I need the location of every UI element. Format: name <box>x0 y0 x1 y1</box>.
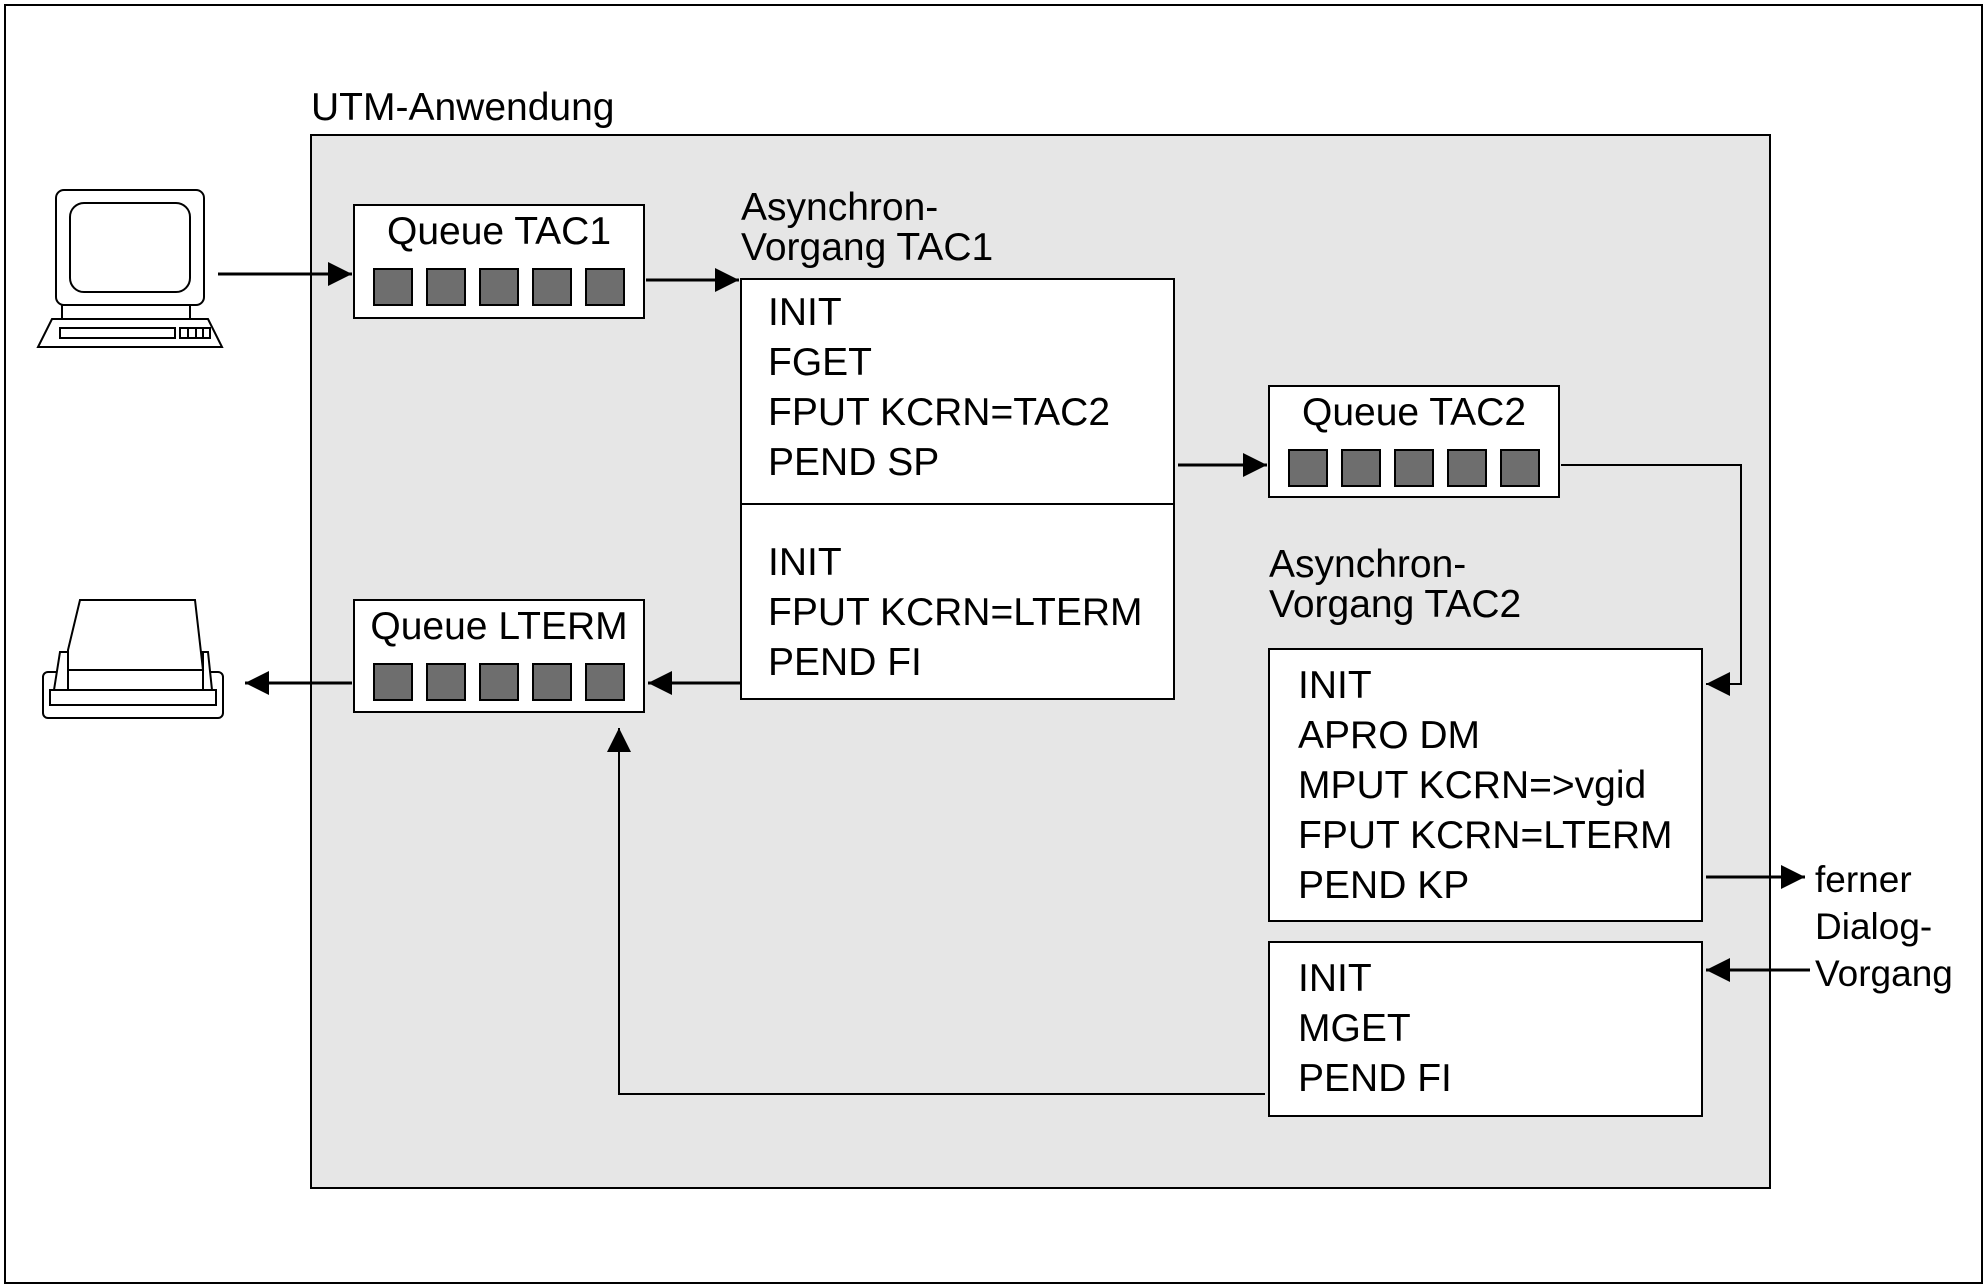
vorgang-tac2-box1 <box>1268 648 1703 922</box>
vorgang-tac2-box2 <box>1268 941 1703 1117</box>
vorgang-tac1-title-line1: Asynchron- <box>741 186 938 229</box>
vorgang-tac1-step1: INIT FGET FPUT KCRN=TAC2 PEND SP <box>768 291 1110 484</box>
queue-slot <box>479 663 519 701</box>
code-line: INIT <box>1298 664 1372 707</box>
code-line: INIT <box>768 291 842 334</box>
printer-icon <box>42 599 224 719</box>
vorgang-tac2-step2: INIT MGET PEND FI <box>1298 957 1452 1100</box>
queue-tac2-slots <box>1288 449 1540 487</box>
queue-slot <box>1447 449 1487 487</box>
queue-tac2: Queue TAC2 <box>1268 385 1560 498</box>
queue-slot <box>532 268 572 306</box>
arrow-queue-tac2-to-vorgang-tac2 <box>1561 464 1742 696</box>
remote-line1: ferner <box>1815 859 1912 900</box>
queue-slot <box>1288 449 1328 487</box>
application-title: UTM-Anwendung <box>311 86 614 129</box>
arrow-vorgang-tac2-to-queue-lterm <box>607 728 1265 1095</box>
remote-line2: Dialog- <box>1815 906 1932 947</box>
vorgang-tac2-title-line2: Vorgang TAC2 <box>1269 583 1521 626</box>
code-line: PEND SP <box>768 441 939 484</box>
remote-dialog-label: ferner Dialog- Vorgang <box>1815 859 1953 994</box>
queue-lterm: Queue LTERM <box>353 599 645 713</box>
vorgang-tac2-title-line1: Asynchron- <box>1269 543 1466 586</box>
queue-tac1-label: Queue TAC1 <box>387 210 611 253</box>
code-line: MPUT KCRN=>vgid <box>1298 764 1646 807</box>
terminal-icon <box>36 189 224 348</box>
queue-slot <box>373 663 413 701</box>
code-line: INIT <box>1298 957 1372 1000</box>
queue-slot <box>1341 449 1381 487</box>
queue-slot <box>532 663 572 701</box>
queue-slot <box>373 268 413 306</box>
code-line: FPUT KCRN=LTERM <box>768 591 1143 634</box>
queue-slot <box>585 268 625 306</box>
code-line: APRO DM <box>1298 714 1480 757</box>
code-line: INIT <box>768 541 842 584</box>
code-line: FGET <box>768 341 872 384</box>
queue-tac1: Queue TAC1 <box>353 204 645 319</box>
code-line: FPUT KCRN=LTERM <box>1298 814 1673 857</box>
connectors <box>218 262 1810 1095</box>
vorgang-tac2-step1: INIT APRO DM MPUT KCRN=>vgid FPUT KCRN=L… <box>1298 664 1673 907</box>
code-line: PEND FI <box>768 641 922 684</box>
code-line: PEND KP <box>1298 864 1469 907</box>
queue-slot <box>1500 449 1540 487</box>
queue-slot <box>479 268 519 306</box>
queue-lterm-slots <box>373 663 625 701</box>
remote-line3: Vorgang <box>1815 953 1953 994</box>
vorgang-tac1-title-line2: Vorgang TAC1 <box>741 226 993 269</box>
queue-slot <box>585 663 625 701</box>
code-line: PEND FI <box>1298 1057 1452 1100</box>
queue-lterm-label: Queue LTERM <box>370 605 627 648</box>
queue-slot <box>1394 449 1434 487</box>
vorgang-tac1-box <box>740 278 1175 700</box>
vorgang-tac1-step2: INIT FPUT KCRN=LTERM PEND FI <box>768 541 1143 684</box>
code-line: FPUT KCRN=TAC2 <box>768 391 1110 434</box>
queue-slot <box>426 663 466 701</box>
queue-slot <box>426 268 466 306</box>
code-line: MGET <box>1298 1007 1411 1050</box>
queue-tac1-slots <box>373 268 625 306</box>
queue-tac2-label: Queue TAC2 <box>1302 391 1526 434</box>
